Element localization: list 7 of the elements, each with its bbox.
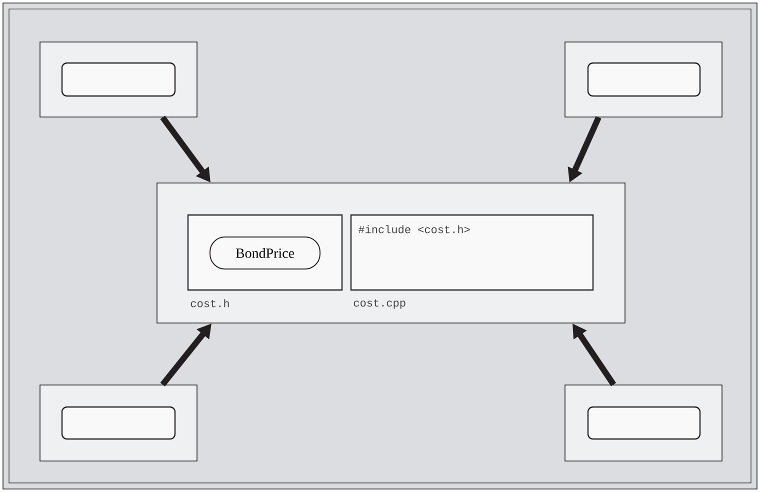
rounded-box [587,62,701,97]
rounded-box [61,62,176,97]
node-label: #include <cost.h> [358,225,470,234]
rounded-box [61,406,176,440]
rounded-box [587,406,701,440]
node-label: cost.cpp [354,299,406,309]
node-label: cost.h [190,299,229,308]
